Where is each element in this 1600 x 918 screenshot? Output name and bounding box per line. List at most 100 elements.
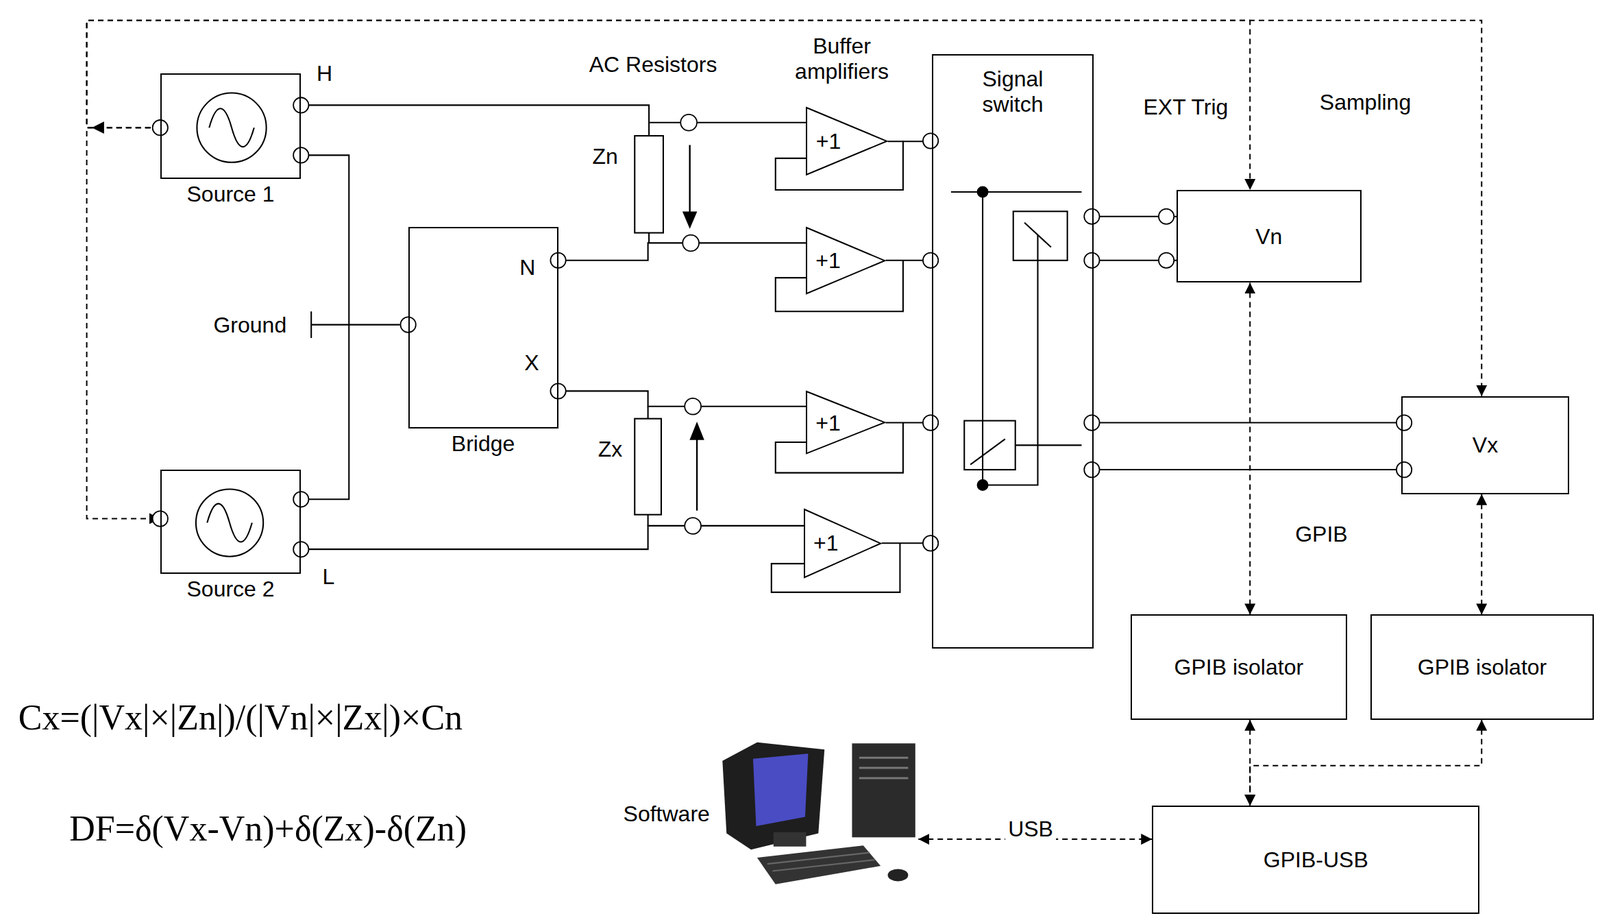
amplifier-triangle [806, 391, 885, 453]
voltage-arrow [683, 212, 697, 227]
buffer-amplifier-text: +1 [815, 409, 841, 436]
terminal-circle [550, 252, 566, 268]
dashed-arrowhead [91, 121, 105, 134]
software-computer-text: Software [623, 800, 710, 826]
terminal-circle [293, 491, 309, 507]
sine-source-symbol [208, 108, 255, 147]
isolator-box-text: GPIB isolator [1371, 654, 1593, 680]
terminal-circle [1084, 461, 1100, 477]
ground-symbol [311, 311, 401, 338]
wire [300, 154, 349, 499]
signal-arrow [87, 20, 1483, 397]
computer-icon [859, 757, 908, 778]
voltmeter-box-text: Vn [1177, 223, 1361, 249]
signal-arrow [87, 127, 161, 519]
wire [558, 242, 807, 260]
voltage-arrow [690, 423, 704, 439]
terminal-circle [1396, 461, 1412, 477]
terminal-label: H [316, 60, 333, 87]
bus-label: GPIB [1295, 520, 1348, 547]
buffer-amplifier: +1 [803, 508, 882, 578]
terminal-circle [293, 147, 309, 163]
computer-icon [888, 868, 909, 882]
signal-switch-box-text: Signal switch [933, 66, 1093, 118]
group-label: AC Resistors [589, 51, 718, 77]
switch-internals [951, 187, 1082, 490]
signal-label: USB [1005, 816, 1056, 842]
gpib-usb-box: GPIB-USB [1151, 805, 1480, 914]
software-computer: Software [719, 736, 919, 890]
computer-icon [722, 742, 825, 849]
buffer-amplifier: +1 [805, 226, 886, 294]
switch-internals [1013, 211, 1068, 260]
formula: DF=δ(Vx-Vn)+δ(Zx)-δ(Zn) [69, 807, 467, 849]
ground-symbol [311, 311, 401, 338]
terminal-circle [922, 414, 939, 430]
terminal-circle [1158, 252, 1174, 268]
voltmeter-box-text: Vx [1402, 432, 1569, 458]
group-label: Buffer amplifiers [773, 34, 911, 85]
terminal-label: N [519, 254, 536, 281]
wire [300, 104, 806, 122]
resistor-label: Zx [598, 436, 623, 462]
wire [1093, 468, 1401, 471]
signal-arrow [1249, 719, 1251, 806]
terminal-circle [922, 535, 939, 551]
source-box-text: Source 1 [187, 181, 275, 207]
signal-arrow [1249, 719, 1482, 806]
gpib-usb-box-text: GPIB-USB [1153, 846, 1479, 872]
terminal-circle [1396, 414, 1412, 430]
amplifier-triangle [806, 227, 885, 294]
feedback-wire [771, 141, 904, 593]
ground-label: Ground [213, 311, 287, 338]
terminal-circle [1158, 208, 1174, 225]
voltmeter-box: Vx [1401, 396, 1570, 495]
amplifier-triangle [804, 509, 881, 577]
isolator-box: GPIB isolator [1130, 613, 1348, 719]
buffer-amplifier: +1 [805, 106, 888, 176]
resistor-symbol [634, 418, 662, 515]
wire [558, 390, 807, 406]
computer-icon [767, 852, 875, 871]
voltage-arrow [696, 436, 698, 510]
signal-arrow [1480, 494, 1483, 615]
amplifier-triangle [806, 107, 887, 175]
voltage-arrow [683, 144, 704, 510]
signal-label: Sampling [1317, 89, 1414, 116]
sine-source-symbol [196, 93, 266, 163]
terminal-circle [1084, 414, 1100, 430]
switch-internals [964, 420, 1015, 470]
computer-icon [722, 742, 915, 884]
signal-switch-box: Signal switch [931, 54, 1095, 649]
terminal-circle [682, 235, 699, 252]
terminal-circle [1084, 208, 1100, 225]
signal-arrow [1249, 282, 1251, 614]
terminal-circle [684, 398, 701, 415]
source-box: Source 1 [160, 73, 302, 179]
computer-icon [757, 844, 881, 884]
voltage-arrow [688, 144, 691, 214]
isolator-box-text: GPIB isolator [1131, 654, 1346, 680]
switch-internals [951, 191, 1082, 485]
wire [300, 525, 804, 549]
resistor-symbol [634, 135, 664, 233]
terminal-label: X [524, 349, 539, 375]
computer-icon [773, 831, 807, 847]
switch-internals [977, 187, 989, 198]
formula: Cx=(|Vx|×|Zn|)/(|Vn|×|Zx|)×Cn [18, 696, 463, 738]
wire [1093, 421, 1401, 423]
buffer-amplifier-text: +1 [813, 530, 839, 556]
source-box: Source 2 [160, 469, 302, 574]
terminal-circle [293, 541, 309, 557]
switch-internals [977, 479, 989, 490]
bridge-box: Bridge [408, 226, 559, 429]
bridge-box-text: Bridge [451, 431, 516, 457]
voltmeter-box: Vn [1176, 189, 1362, 283]
terminal-label: L [322, 563, 336, 590]
buffer-amplifier-text: +1 [815, 247, 841, 273]
switch-internals [970, 438, 1006, 464]
dashed-arrowhead [91, 121, 105, 134]
resistor-symbol [634, 122, 664, 526]
